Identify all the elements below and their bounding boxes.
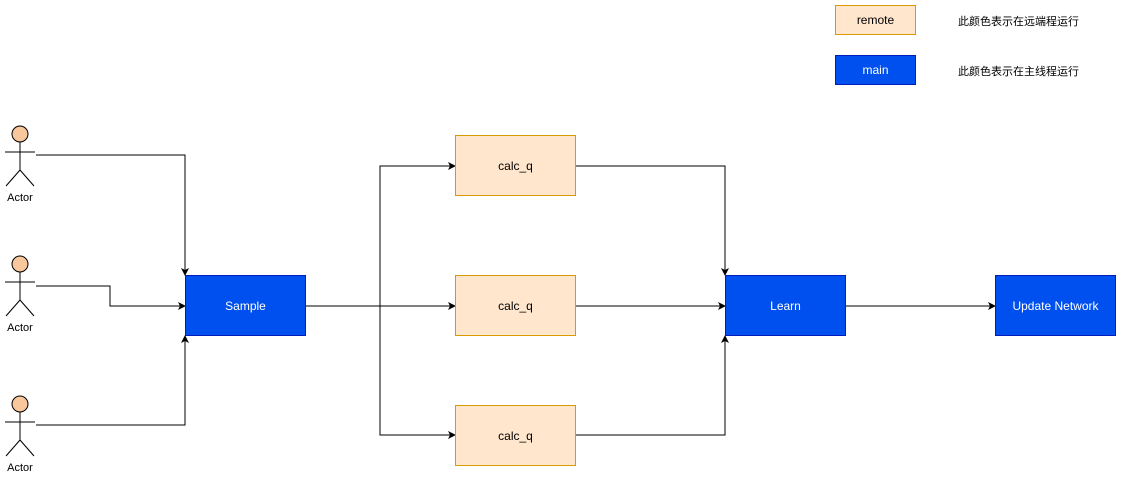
legend-main-swatch: main <box>835 55 916 85</box>
legend-remote-description: 此颜色表示在远端程运行 <box>958 15 1079 28</box>
actor-figure-1 <box>5 125 35 187</box>
actor-label-3: Actor <box>7 462 33 474</box>
legend-remote-swatch: remote <box>835 5 916 35</box>
actor-figure-3 <box>5 395 35 457</box>
node-learn[interactable]: Learn <box>725 275 846 336</box>
actor-figure-2 <box>5 255 35 317</box>
edge-calcq1-learn <box>575 165 729 276</box>
actor-label-1: Actor <box>7 192 33 204</box>
edge-calcq3-learn <box>575 335 729 436</box>
edge-actor2-sample <box>36 285 186 310</box>
node-sample[interactable]: Sample <box>185 275 306 336</box>
edge-actor3-sample <box>36 335 189 426</box>
edge-sample-calcq3 <box>379 306 456 439</box>
edge-actor1-sample <box>36 154 189 276</box>
legend-main-description: 此颜色表示在主线程运行 <box>958 65 1079 78</box>
node-calc-q-3[interactable]: calc_q <box>455 405 576 466</box>
node-update-network[interactable]: Update Network <box>995 275 1116 336</box>
node-calc-q-1[interactable]: calc_q <box>455 135 576 196</box>
node-calc-q-2[interactable]: calc_q <box>455 275 576 336</box>
actor-label-2: Actor <box>7 322 33 334</box>
edge-sample-calcq1 <box>379 162 456 306</box>
